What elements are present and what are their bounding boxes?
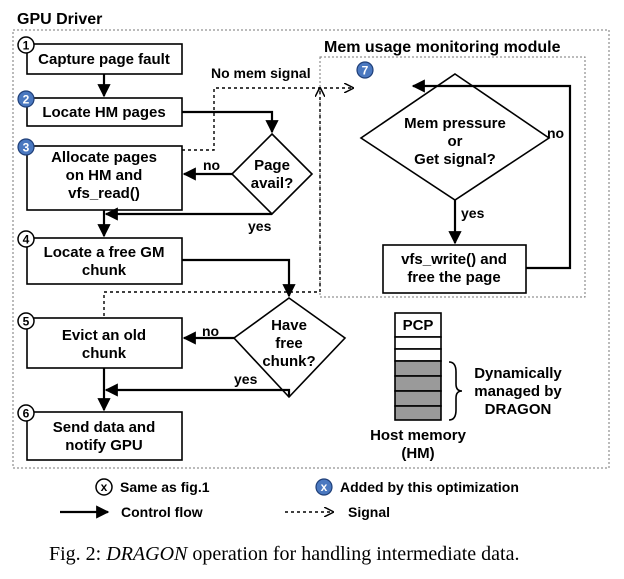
step-badge-1: 1 [17,36,35,54]
hm-managed-cell-3 [394,390,442,407]
flow-2-to-page-avail [182,110,279,134]
svg-text:6: 6 [23,407,30,421]
mem-pressure-no-label: no [547,125,564,141]
hm-managed-cell-2 [394,375,442,392]
flow-4-to-free-chunk [182,258,296,298]
free-chunk-label-line2: free [275,335,303,352]
step-6-box [26,411,183,461]
gpu-driver-region [12,29,610,469]
signal-step5-to-monitor [103,88,320,316]
svg-text:3: 3 [23,141,30,155]
managed-label-line2: managed by [474,383,562,400]
mem-pressure-label-line1: Mem pressure [404,115,506,132]
svg-text:x: x [101,480,108,494]
step-badge-3: 3 [17,138,35,156]
legend-control-flow-label: Control flow [121,504,203,520]
step-4-label-line1: Locate a free GM [44,244,165,261]
step-5-box [26,317,183,369]
legend-same-label: Same as fig.1 [120,479,210,495]
svg-text:1: 1 [23,39,30,53]
svg-text:7: 7 [362,64,369,78]
svg-text:4: 4 [23,233,30,247]
step-badge-5: 5 [17,312,35,330]
svg-text:2: 2 [23,93,30,107]
step-badge-4: 4 [17,230,35,248]
mem-pressure-yes-label: yes [461,205,485,221]
caption-emph: DRAGON [105,543,189,565]
pcp-label: PCP [403,317,434,334]
free-chunk-yes-label: yes [234,371,258,387]
figure-caption: Fig. 2: DRAGON operation for handling in… [49,543,519,565]
step-3-box [26,145,183,211]
step-5-label-line1: Evict an old [62,327,146,344]
free-chunk-no-label: no [202,323,219,339]
host-memory-label-line2: (HM) [401,445,434,462]
page-avail-label-line1: Page [254,157,290,174]
legend-added-label: Added by this optimization [340,479,519,495]
page-avail-yes-label: yes [248,218,272,234]
hm-free-cell-1 [394,336,442,350]
step-2-label: Locate HM pages [42,104,165,121]
step-badge-6: 6 [17,404,35,422]
step-4-label-line2: chunk [82,262,127,279]
step-7-label-line1: vfs_write() and [401,251,507,268]
hm-free-cell-2 [394,348,442,362]
step-3-label-line3: vfs_read() [68,185,140,202]
svg-text:x: x [321,480,328,494]
step-6-label-line1: Send data and [53,419,156,436]
host-memory-label-line1: Host memory [370,427,467,444]
free-chunk-label-line3: chunk? [262,353,315,370]
step-5-label-line2: chunk [82,345,127,362]
signal-step3-to-monitor [182,88,353,151]
svg-text:5: 5 [23,315,30,329]
legend-same-symbol: x [95,478,113,496]
module-title: Mem usage monitoring module [324,39,561,56]
mem-pressure-label-line2: or [448,133,463,150]
step-badge-2: 2 [17,90,35,108]
page-avail-no-label: no [203,157,220,173]
managed-label-line1: Dynamically [474,365,562,382]
flow-step7-loop [411,79,572,270]
step-7-box [382,244,527,294]
step-7-label-line2: free the page [407,269,500,286]
managed-label-line3: DRAGON [485,401,552,418]
flow-yes-to-step6 [104,383,291,397]
caption-prefix: Fig. 2: [49,543,106,565]
page-avail-diamond [230,132,314,216]
mem-pressure-label-line3: Get signal? [414,151,496,168]
step-4-box [26,237,183,285]
gpu-driver-title: GPU Driver [17,11,102,28]
step-6-label-line2: notify GPU [65,437,143,454]
step-1-label: Capture page fault [38,51,170,68]
caption-rest: operation for handling intermediate data… [187,543,519,565]
legend-signal-label: Signal [348,504,390,520]
page-avail-label-line2: avail? [251,175,294,192]
step-3-label-line2: on HM and [66,167,143,184]
managed-bracket [448,361,463,421]
no-mem-signal-label: No mem signal [211,65,311,81]
hm-managed-cell-1 [394,360,442,377]
hm-managed-cell-4 [394,405,442,421]
step-badge-7: 7 [356,61,374,79]
free-chunk-label-line1: Have [271,317,307,334]
step-3-label-line1: Allocate pages [51,149,157,166]
legend-added-symbol: x [315,478,333,496]
step-1-box [26,43,183,75]
